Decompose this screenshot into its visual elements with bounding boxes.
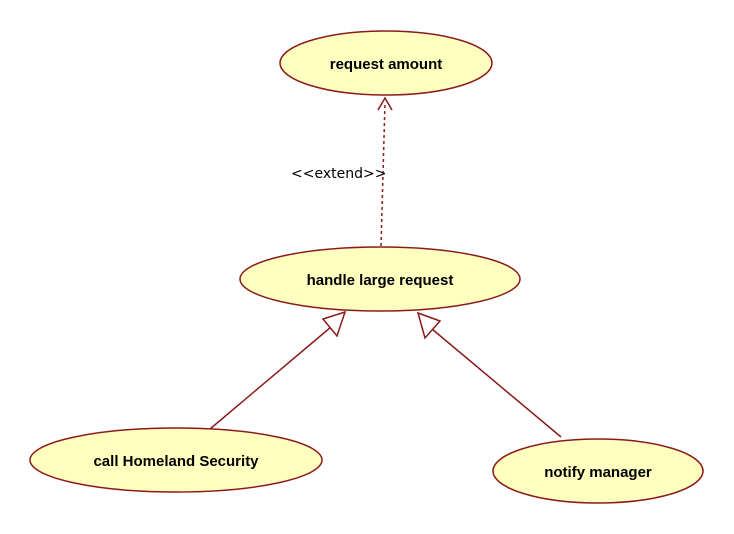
generalization-call-homeland-security[interactable]: [209, 310, 347, 430]
extend-dashed-line: [380, 101, 386, 247]
usecase-label: request amount: [330, 56, 443, 73]
extend-relationship[interactable]: <<extend>>: [291, 96, 393, 247]
usecase-label: notify manager: [544, 464, 652, 481]
usecase-request-amount[interactable]: request amount: [279, 30, 493, 96]
usecase-ellipse: [239, 246, 521, 312]
usecase-label: handle large request: [307, 272, 454, 289]
usecase-ellipse: [29, 427, 323, 493]
usecase-call-homeland-security[interactable]: call Homeland Security: [29, 427, 323, 493]
generalization-hollow-triangle-right: [416, 311, 442, 340]
usecase-label: call Homeland Security: [93, 453, 259, 470]
usecase-notify-manager[interactable]: notify manager: [492, 438, 704, 504]
generalization-notify-manager[interactable]: [416, 311, 562, 438]
usecase-handle-large-request[interactable]: handle large request: [239, 246, 521, 312]
generalization-line-right: [431, 328, 562, 438]
usecase-ellipse: [279, 30, 493, 96]
generalization-hollow-triangle-left: [321, 310, 347, 338]
generalization-line-left: [209, 326, 332, 430]
extend-stereotype-label: <<extend>>: [291, 166, 386, 182]
extend-open-arrowhead: [377, 96, 393, 111]
usecase-ellipse: [492, 438, 704, 504]
